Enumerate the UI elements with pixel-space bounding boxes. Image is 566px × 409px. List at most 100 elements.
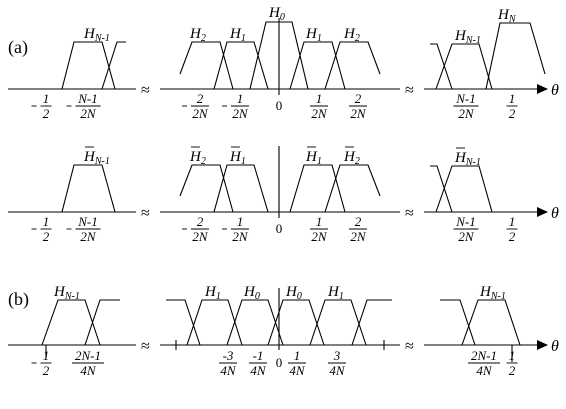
row3-tick-den-5: 4N — [289, 363, 306, 378]
row2-tick-num-1: N-1 — [77, 214, 98, 229]
row1-filter-label-6: HN-1 — [454, 28, 481, 46]
row1-tick-num-8: 1 — [509, 91, 516, 106]
row2-tick-den-5: 2N — [311, 229, 328, 244]
row3-tick-den-1: 4N — [80, 363, 97, 378]
row1-filter-H2-left — [179, 41, 234, 90]
row3-filter-H0-right — [267, 299, 325, 346]
row1-tick-label-0: 12 — [31, 91, 52, 121]
row2-tick-label-2: 22N — [182, 214, 209, 244]
row2-tick-num-0: 1 — [43, 214, 50, 229]
row1-tick-text-4: 0 — [276, 98, 283, 113]
row3-tick-label-3: -14N — [249, 348, 267, 378]
row3-filter-label-5: HN-1 — [479, 284, 506, 302]
row2-tick-text-4: 0 — [276, 221, 283, 236]
row1-filter-label-1: H2 — [189, 26, 206, 44]
row3-tick-num-7: 2N-1 — [471, 348, 497, 363]
row3-tick-den-3: 4N — [250, 363, 267, 378]
row2-filter-label-4: H2 — [343, 149, 360, 167]
row1-tick-label-6: 22N — [349, 91, 367, 121]
row1-tick-den-8: 2 — [509, 106, 516, 121]
row3-tick-label-4: 0 — [276, 355, 283, 370]
row2-tick-label-3: 12N — [222, 214, 249, 244]
row1-filter-HN-1-left — [61, 41, 116, 90]
row1-filter-label-4: H1 — [305, 26, 322, 44]
row2-tick-label-8: 12 — [506, 214, 518, 244]
row3-tick-den-6: 4N — [329, 363, 346, 378]
row3-tick-label-8: 12 — [506, 348, 518, 378]
row1-filter-HN-1-right — [435, 43, 493, 90]
row3-axis-arrow — [537, 340, 548, 350]
row1-filter-H1-left — [213, 41, 269, 90]
row3-tick-den-8: 2 — [509, 363, 516, 378]
row2-filter-H2-right — [324, 164, 381, 213]
row2-tick-label-4: 0 — [276, 221, 283, 236]
row1-filter-partial-right — [430, 43, 453, 90]
row3-filter-partial-left — [84, 299, 120, 346]
row3-filter-partial-right — [440, 299, 476, 346]
row2-axis-variable: θ — [551, 205, 559, 222]
row2-filter-HN-1-right — [435, 165, 493, 213]
row2-tick-den-1: 2N — [80, 229, 97, 244]
row3-tick-label-2: -34N — [219, 348, 237, 378]
row3-tick-label-6: 34N — [328, 348, 346, 378]
row3-filter-HN-1-left — [41, 299, 101, 346]
row2-tick-den-0: 2 — [43, 229, 50, 244]
row2-tick-label-5: 12N — [310, 214, 328, 244]
row3-tick-label-5: 14N — [288, 348, 306, 378]
row1-tick-den-7: 2N — [458, 106, 475, 121]
row1-tick-num-5: 1 — [316, 91, 323, 106]
row2-tick-den-7: 2N — [458, 229, 475, 244]
row3-tick-den-0: 2 — [43, 363, 50, 378]
row1-filter-label-5: H2 — [343, 26, 360, 44]
row1-axis-break-right: ≈ — [405, 82, 414, 99]
row1-filter-H1-right — [289, 41, 346, 90]
row2-tick-num-8: 1 — [509, 214, 516, 229]
row3-filter-label-4: H1 — [327, 284, 344, 302]
row3-tick-num-1: 2N-1 — [75, 348, 101, 363]
row2-tick-num-3: 1 — [237, 214, 244, 229]
row3-tick-num-5: 1 — [294, 348, 301, 363]
row2-tick-den-2: 2N — [192, 229, 209, 244]
panel-label-b: (b) — [8, 289, 29, 310]
row1-tick-label-2: 22N — [182, 91, 209, 121]
row3-axis-break-left: ≈ — [141, 338, 150, 355]
row3-tick-label-1: 2N-14N — [72, 348, 104, 378]
row2-filter-label-1: H2 — [189, 149, 206, 167]
row3-tick-text-4: 0 — [276, 355, 283, 370]
row1: θ ≈ ≈ — [8, 18, 559, 99]
row2-axis-break-right: ≈ — [405, 205, 414, 222]
row1-tick-label-5: 12N — [310, 91, 328, 121]
row2-filter-HN-1-left — [61, 164, 116, 213]
row1-filter-HN — [485, 22, 546, 90]
row3-filter-label-3: H0 — [285, 284, 302, 302]
row3-tick-num-0: 1 — [43, 348, 50, 363]
row2-filter-label-5: HN-1 — [454, 150, 481, 168]
row3-tick-label-0: 12 — [31, 348, 52, 378]
row1-tick-label-1: N-12N — [66, 91, 101, 121]
row3-tick-num-3: -1 — [253, 348, 264, 363]
row2-filter-partial-right — [430, 165, 453, 213]
row3-axis-variable: θ — [551, 338, 559, 355]
row2-filter-H1-right — [289, 164, 346, 213]
row1-tick-num-2: 2 — [197, 91, 204, 106]
row2-tick-den-8: 2 — [509, 229, 516, 244]
row1-tick-num-1: N-1 — [77, 91, 98, 106]
row3-tick-num-6: 3 — [333, 348, 341, 363]
row2-filter-label-0: HN-1 — [83, 149, 110, 167]
row2-filter-H2-left — [179, 164, 234, 213]
row1-axis-break-left: ≈ — [141, 82, 150, 99]
row3-filter-HN-1-right — [461, 299, 521, 346]
row3-tick-num-8: 1 — [509, 348, 516, 363]
row2-axis-break-left: ≈ — [141, 205, 150, 222]
row1-tick-den-2: 2N — [192, 106, 209, 121]
panel-label-a: (a) — [8, 37, 28, 58]
row1-tick-den-1: 2N — [80, 106, 97, 121]
row1-axis-variable: θ — [551, 82, 559, 99]
row2-filter-H1-left — [213, 164, 269, 213]
row2-axis-arrow — [537, 207, 548, 217]
row1-tick-label-7: N-12N — [453, 91, 479, 121]
row3: θ ≈ ≈ — [8, 288, 559, 362]
row1-tick-label-3: 12N — [222, 91, 249, 121]
row2-tick-num-2: 2 — [197, 214, 204, 229]
